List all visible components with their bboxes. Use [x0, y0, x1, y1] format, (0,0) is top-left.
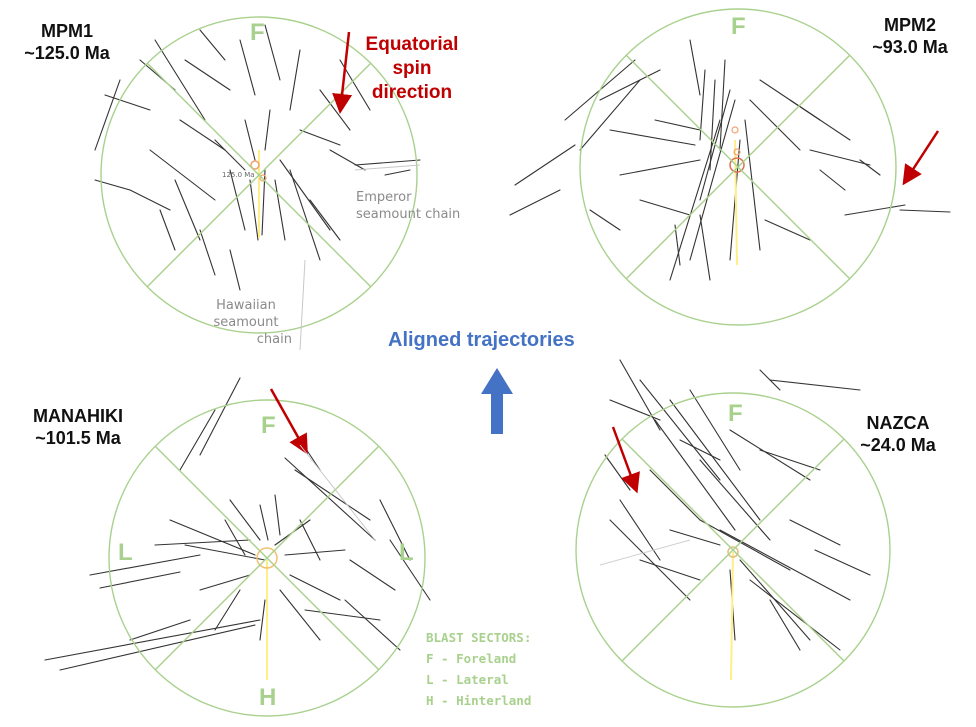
nazca-origin-marker — [727, 546, 739, 558]
mpm1-marker-label: 125.0 Ma — [222, 171, 255, 179]
manahiki-sector-l-left: L — [118, 539, 133, 566]
mpm1-title: MPM1 ~125.0 Ma — [14, 20, 120, 64]
mpm1-age: ~125.0 Ma — [24, 43, 110, 63]
hawaiian-line3: chain — [256, 332, 292, 347]
mpm1-secondary-marker — [259, 174, 267, 182]
manahiki-title: MANAHIKI ~101.5 Ma — [20, 405, 136, 449]
mpm2-sector-f: F — [731, 13, 746, 40]
nazca-sector-f: F — [728, 400, 743, 427]
nazca-age: ~24.0 Ma — [860, 435, 936, 455]
mpm1-sector-f: F — [250, 19, 265, 46]
mpm1-name: MPM1 — [40, 21, 93, 41]
nazca-spin-arrow — [611, 426, 640, 494]
manahiki-origin-marker — [256, 547, 278, 569]
hawaiian-chain-guide — [299, 259, 306, 351]
equatorial-spin-line3: direction — [371, 82, 453, 103]
emperor-chain-guide — [354, 164, 421, 171]
manahiki-sector-l-right: L — [399, 539, 414, 566]
manahiki-blast-circle — [108, 399, 426, 717]
mpm2-spin-arrow — [902, 130, 940, 186]
hawaiian-line2: seamount — [213, 315, 279, 330]
panel-mpm1 — [94, 16, 421, 351]
nazca-trajectory — [730, 551, 734, 681]
legend-title: BLAST SECTORS: — [426, 630, 532, 645]
mpm2-fault-lines — [509, 39, 951, 281]
manahiki-sector-h: H — [259, 684, 277, 711]
panel-mpm2 — [509, 8, 951, 326]
aligned-up-arrow — [481, 368, 513, 434]
mpm2-mid-marker — [733, 148, 741, 156]
nazca-fault-lines — [604, 359, 871, 651]
manahiki-spin-arrow — [269, 388, 308, 455]
manahiki-fault-lines — [44, 377, 431, 671]
panel-nazca — [575, 359, 891, 708]
nazca-sector-divider-b — [621, 438, 845, 662]
mpm2-upper-marker — [731, 126, 739, 134]
manahiki-age: ~101.5 Ma — [35, 428, 121, 448]
mpm2-name: MPM2 — [883, 15, 936, 35]
equatorial-spin-line2: spin — [392, 58, 432, 79]
aligned-trajectories-caption: Aligned trajectories — [388, 329, 575, 351]
equatorial-spin-line1: Equatorial — [365, 34, 459, 55]
mpm1-origin-marker — [250, 160, 260, 170]
manahiki-name: MANAHIKI — [33, 406, 123, 426]
mpm1-spin-arrow — [332, 31, 353, 114]
mpm2-age: ~93.0 Ma — [872, 37, 948, 57]
hawaiian-line1: Hawaiian — [216, 298, 276, 313]
emperor-line1: Emperor — [356, 190, 412, 205]
mpm2-blast-circle — [579, 8, 897, 326]
equatorial-spin-label: Equatorial spin direction — [350, 33, 474, 105]
legend-item-lateral: L - Lateral — [426, 672, 509, 687]
panel-manahiki — [44, 377, 431, 717]
mpm2-sector-divider-b — [625, 54, 851, 280]
nazca-blast-circle — [575, 392, 891, 708]
mpm2-title: MPM2 ~93.0 Ma — [862, 14, 958, 58]
emperor-line2: seamount chain — [356, 207, 461, 222]
hawaiian-chain-label: Hawaiian seamount chain — [200, 297, 292, 348]
mpm1-blast-circle — [100, 16, 418, 334]
manahiki-sector-f: F — [261, 412, 276, 439]
nazca-name: NAZCA — [866, 413, 930, 433]
nazca-guide-line — [599, 539, 691, 566]
blast-sectors-legend: BLAST SECTORS: F - Foreland L - Lateral … — [426, 627, 531, 711]
mpm2-trajectory — [734, 139, 738, 266]
manahiki-guide-line — [299, 444, 376, 541]
manahiki-sector-divider-b — [154, 445, 380, 671]
mpm2-origin-marker — [729, 157, 745, 173]
nazca-title: NAZCA ~24.0 Ma — [848, 412, 948, 456]
emperor-chain-label: Emperor seamount chain — [356, 189, 460, 223]
legend-item-foreland: F - Foreland — [426, 651, 517, 666]
legend-item-hinterland: H - Hinterland — [426, 693, 532, 708]
